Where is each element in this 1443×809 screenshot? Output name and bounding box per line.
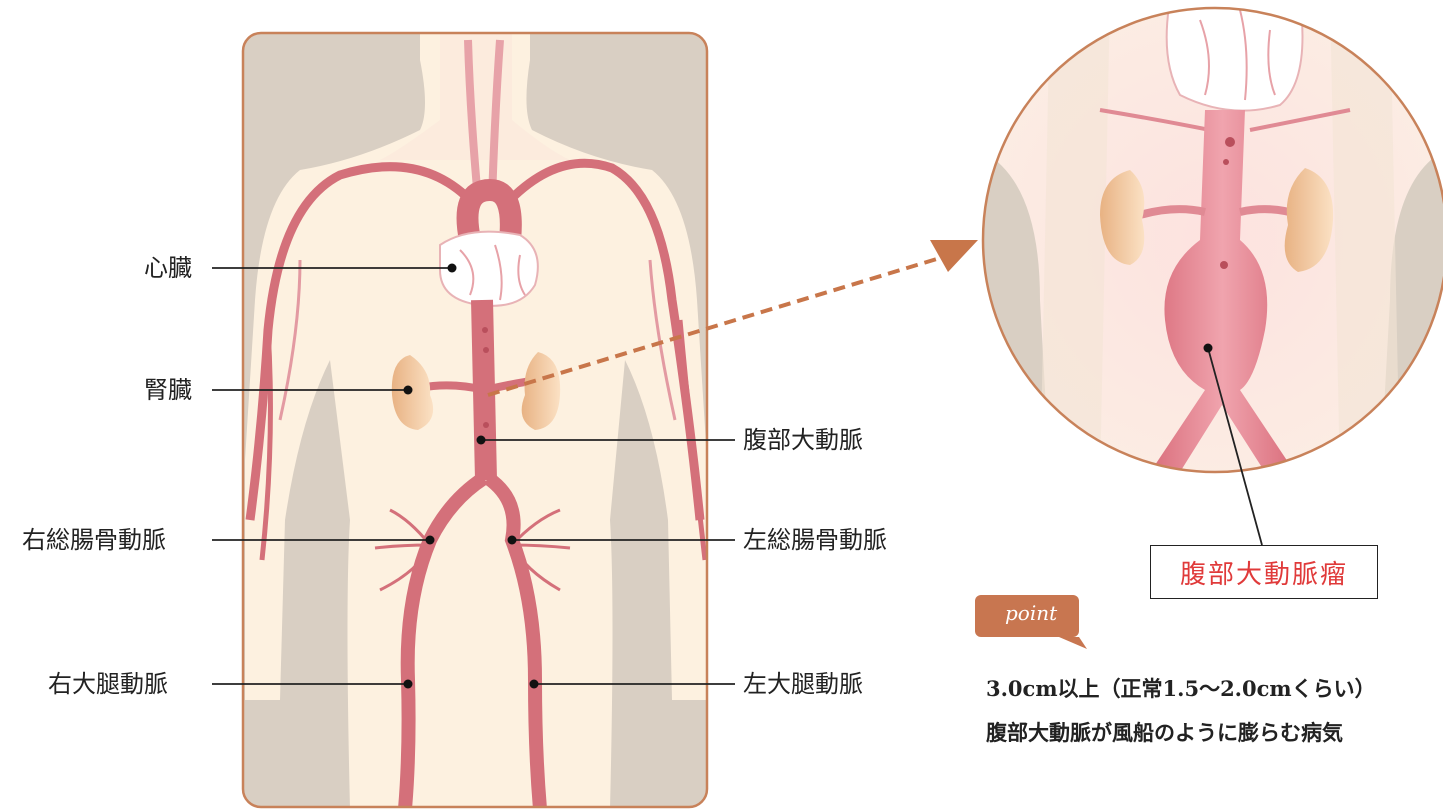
label-kidney: 腎臓 xyxy=(144,376,192,404)
aneurysm-label-box: 腹部大動脈瘤 xyxy=(1150,545,1378,599)
point-badge: point xyxy=(975,595,1087,649)
label-heart: 心臓 xyxy=(144,254,192,282)
label-right-common-iliac: 右総腸骨動脈 xyxy=(22,526,166,554)
zoom-arrow-head xyxy=(930,240,978,272)
point-note-line1: 3.0cm以上（正常1.5～2.0cmくらい） xyxy=(986,673,1376,703)
point-badge-text: point xyxy=(1005,601,1057,625)
label-left-common-iliac: 左総腸骨動脈 xyxy=(743,526,887,554)
label-right-femoral: 右大腿動脈 xyxy=(48,670,168,698)
label-left-femoral: 左大腿動脈 xyxy=(743,670,863,698)
label-aneurysm: 腹部大動脈瘤 xyxy=(1180,554,1348,591)
body-figure xyxy=(243,33,707,809)
point-note-line2: 腹部大動脈が風船のように膨らむ病気 xyxy=(986,717,1343,747)
label-abdominal-aorta: 腹部大動脈 xyxy=(743,426,863,454)
aneurysm-dot xyxy=(1204,344,1213,353)
